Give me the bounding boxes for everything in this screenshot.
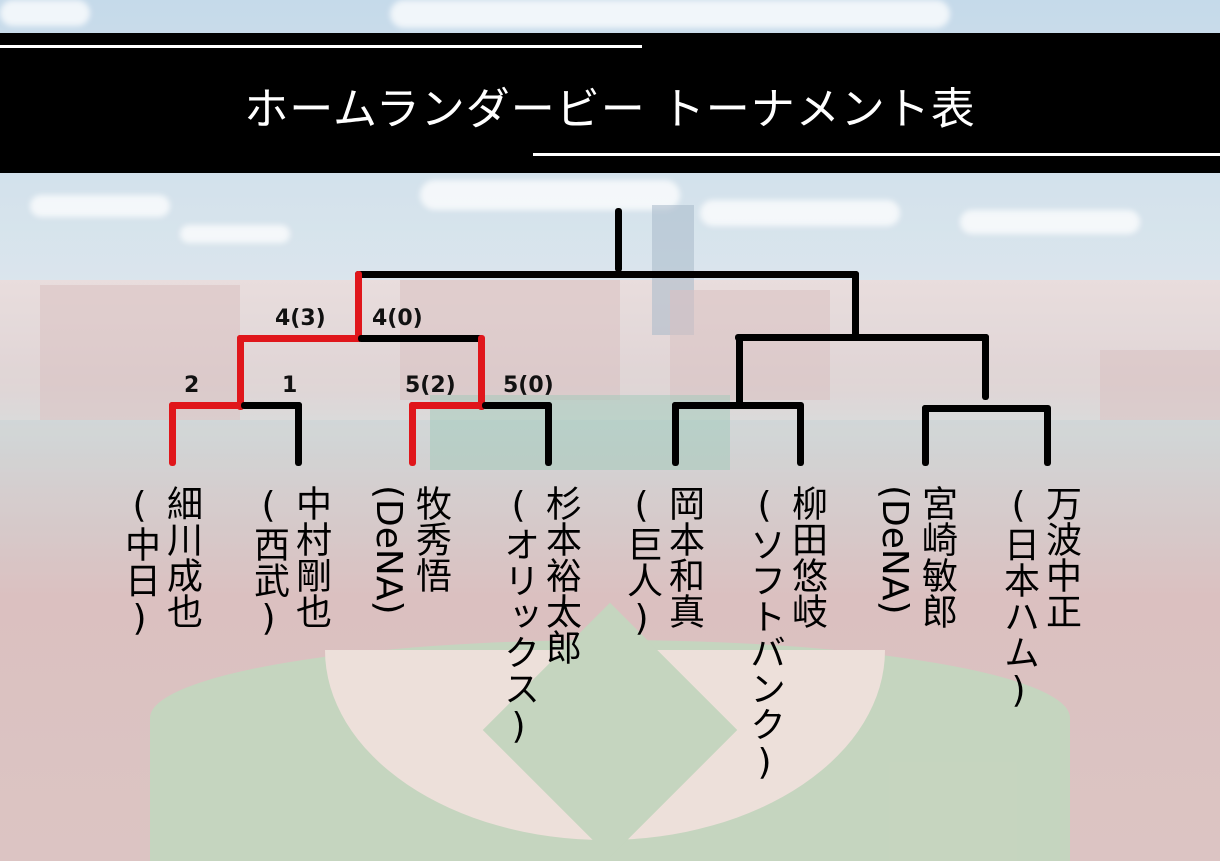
bracket-line-r1-m4 (922, 405, 929, 466)
bracket-line-final (355, 271, 859, 278)
bracket-line-winner-path (237, 335, 244, 410)
player-name: 岡本和真 (663, 485, 704, 629)
building (40, 285, 240, 425)
score-label: 1 (282, 373, 298, 398)
bracket-line-winner-path (169, 402, 176, 466)
bracket-line-winner-path (409, 402, 416, 466)
score-label: 4(0) (372, 306, 423, 331)
bracket-line-winner-path (237, 335, 362, 342)
player-name: 柳田悠岐 (786, 485, 827, 629)
player-name: 中村剛也 (290, 485, 331, 629)
player-team: (DeNA) (874, 485, 915, 615)
score-label: 5(2) (405, 373, 456, 398)
bracket-line-winner-path (355, 271, 362, 342)
bracket-line-r1-m3 (672, 402, 803, 409)
player-entry: 細川成也 (中日) (118, 485, 202, 639)
player-team: (DeNA) (368, 485, 409, 615)
player-team: (ソフトバンク) (744, 485, 785, 783)
player-entry: 柳田悠岐 (ソフトバンク) (743, 485, 827, 783)
bracket-line-r1-m2 (545, 402, 552, 466)
title-banner: ホームランダービー トーナメント表 (0, 33, 1220, 173)
cloud (420, 180, 680, 210)
cloud (390, 0, 950, 28)
bracket-line-semi-right (852, 271, 859, 337)
player-name: 杉本裕太郎 (540, 485, 581, 665)
building (670, 290, 830, 400)
building (1100, 350, 1220, 430)
player-team: (西武) (248, 485, 289, 639)
bracket-line-r1-m3 (736, 334, 743, 407)
bracket-line-r1-m3 (672, 402, 679, 466)
player-entry: 万波中正 (日本ハム) (997, 485, 1081, 711)
bracket-line-winner-path (409, 402, 485, 409)
player-team: (巨人) (621, 485, 662, 639)
bracket-line-winner-path (169, 402, 244, 409)
bracket-line-semi-right (735, 334, 989, 341)
cloud (960, 210, 1140, 234)
score-label: 2 (184, 373, 200, 398)
player-team: (中日) (119, 485, 160, 639)
player-entry: 岡本和真 (巨人) (620, 485, 704, 639)
bracket-line-r1-m1 (241, 402, 302, 409)
player-team: (日本ハム) (998, 485, 1039, 711)
bracket-line-r1-m4 (922, 405, 1050, 412)
bracket-line-winner-path (478, 335, 485, 410)
player-entry: 中村剛也 (西武) (247, 485, 331, 639)
cloud (700, 200, 900, 226)
decorative-line (533, 153, 1220, 156)
player-name: 万波中正 (1040, 485, 1081, 629)
bracket-line-r1-m4 (982, 334, 989, 400)
player-team: (オリックス) (498, 485, 539, 747)
score-label: 4(3) (275, 306, 326, 331)
cloud (180, 225, 290, 243)
bracket-line-r1-m3 (797, 402, 804, 466)
page-title: ホームランダービー トーナメント表 (244, 84, 976, 135)
player-entry: 宮崎敏郎 (DeNA) (873, 485, 957, 629)
bracket-line-r1-m4 (1044, 405, 1051, 466)
bracket-line-r1-m2 (482, 402, 552, 409)
score-label: 5(0) (503, 373, 554, 398)
cloud (30, 195, 170, 217)
cloud (0, 0, 90, 26)
player-entry: 牧秀悟 (DeNA) (367, 485, 451, 615)
player-entry: 杉本裕太郎 (オリックス) (497, 485, 581, 747)
bracket-line-champion (615, 208, 622, 272)
player-name: 宮崎敏郎 (916, 485, 957, 629)
player-name: 牧秀悟 (410, 485, 451, 593)
decorative-line (0, 45, 642, 48)
player-name: 細川成也 (161, 485, 202, 629)
bracket-line-r1-m1 (295, 402, 302, 466)
bracket-line-semi-left (358, 335, 483, 342)
